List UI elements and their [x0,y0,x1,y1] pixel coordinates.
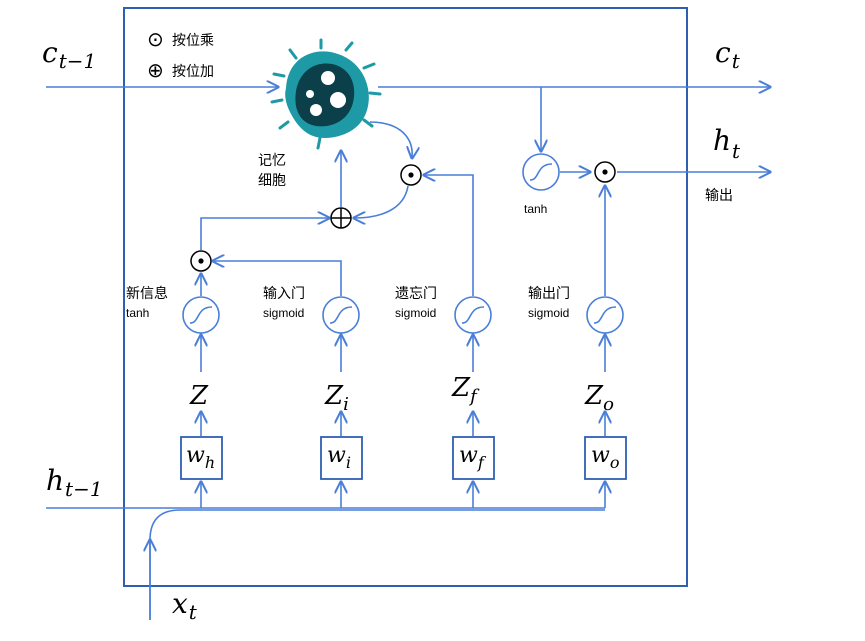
add-node [330,207,352,229]
output-tanh-node [522,153,560,191]
forget-dot-to-plus-arrow [354,185,409,218]
gate-input-w: wi [327,443,351,472]
gate-new-info-w: wh [186,443,215,472]
gate-input-z: Zi [324,381,349,415]
forget-mult-node [400,164,422,186]
gate-new-info-z: Z [189,381,209,411]
memory-cell-icon [270,38,382,150]
input-gate-to-dot-arrow [213,261,342,296]
gate-input: 输入门 sigmoid Zi wi [263,286,363,508]
input-c-prev-label: ct−1 [42,36,96,73]
gate-output: 输出门 sigmoid Zo wo [528,286,627,508]
gate-output-func: sigmoid [528,306,569,320]
output-h-caption: 输出 [705,188,733,204]
gate-input-name: 输入门 [263,286,305,302]
gate-forget-name: 遗忘门 [395,286,437,302]
legend-plus-label: 按位加 [172,64,214,80]
input-x-label: xt [172,587,198,624]
gate-input-func: sigmoid [263,306,304,320]
legend: ⊙ 按位乘 ⊕ 按位加 [147,27,214,82]
cell-label-line2: 细胞 [258,173,286,189]
cell-frame [123,7,688,587]
output-c-label: ct [715,36,741,73]
output-mult-node [594,161,616,183]
forget-gate-to-dot-arrow [424,175,474,296]
cell-label-line1: 记忆 [258,153,286,169]
gate-new-info: 新信息 tanh Z wh [126,285,223,508]
gate-new-info-func: tanh [126,306,149,320]
output-tanh-label: tanh [524,202,547,216]
legend-plus-symbol: ⊕ [147,58,164,82]
input-mult-node [190,250,212,272]
x-input-bus [149,509,605,620]
gate-forget-func: sigmoid [395,306,436,320]
gate-output-z: Zo [584,381,614,415]
input-dot-to-plus-arrow [200,218,329,250]
legend-dot-symbol: ⊙ [147,27,164,51]
gate-forget-w: wf [459,443,487,472]
gate-output-w: wo [591,443,619,472]
input-h-prev-label: ht−1 [46,464,103,501]
gate-output-name: 输出门 [528,286,570,302]
gate-forget-z: Zf [451,373,480,407]
gate-forget: 遗忘门 sigmoid Zf wf [395,286,495,508]
cell-to-forget-dot-arrow [369,121,412,158]
output-h-label: ht [713,124,741,163]
gate-new-info-name: 新信息 [126,285,168,302]
legend-dot-label: 按位乘 [172,33,214,49]
